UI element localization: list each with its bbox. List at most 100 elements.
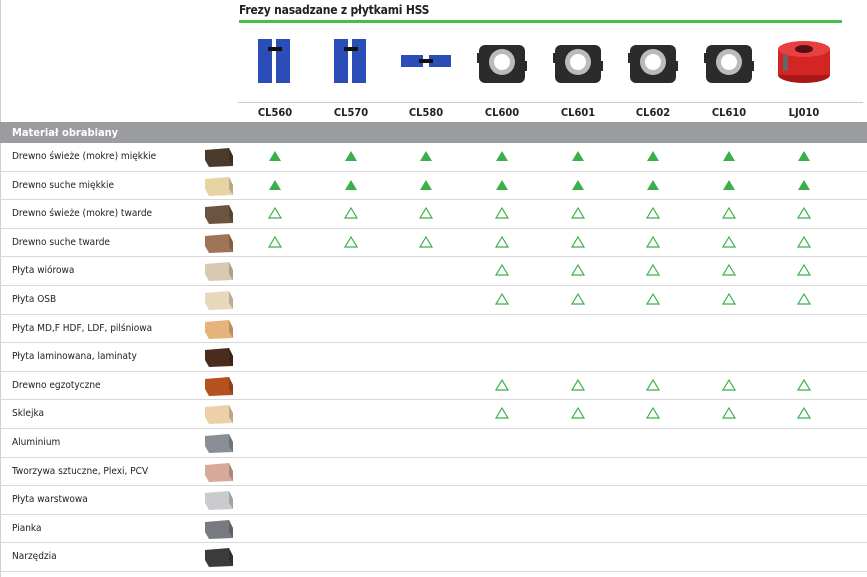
table-row: Płyta MD,F HDF, LDF, pilśniowa [0,315,867,344]
cutter-image-cl580 [397,33,455,91]
outline-triangle-icon [722,407,736,419]
table-left-border [0,0,1,577]
outline-triangle-icon [495,235,509,248]
filled-triangle-icon [420,151,432,161]
outline-triangle-icon [722,207,736,219]
outline-triangle-icon [646,292,660,305]
outline-triangle-icon [344,235,358,248]
filled-triangle-icon [647,151,659,161]
filled-triangle-icon [345,151,357,161]
outline-triangle-icon [646,407,660,419]
material-label: Drewno suche twarde [12,236,110,248]
cutter-image-cl570 [322,33,380,91]
material-swatch-image [205,491,233,511]
outline-triangle-icon [722,292,736,305]
outline-triangle-icon [495,207,509,219]
table-row: Drewno suche miękkie [0,172,867,201]
filled-triangle-icon [269,179,281,190]
outline-triangle-icon [571,407,585,419]
outline-triangle-icon [646,235,660,248]
outline-triangle-icon [344,207,358,219]
cutter-image-cl560 [246,33,304,91]
outline-triangle-icon [646,207,660,219]
column-code: LJ010 [788,106,820,119]
cutter-image-cl601 [549,33,607,91]
table-row: Tworzywa sztuczne, Plexi, PCV [0,458,867,487]
material-swatch-image [205,434,233,453]
group-underline-hss [239,20,811,23]
material-swatch-image [205,462,233,482]
outline-triangle-icon [797,407,811,419]
outline-triangle-icon [495,292,509,305]
material-label: Pianka [12,522,42,534]
material-label: Drewno świeże (mokre) twarde [12,208,153,220]
filled-triangle-icon [647,179,659,190]
material-swatch-image [205,519,233,539]
table-row: Płyta OSB [0,286,867,315]
filled-triangle-icon [798,179,810,190]
column-code: CL601 [560,106,596,119]
material-swatch-image [205,291,233,310]
filled-triangle-icon [572,179,584,190]
column-code: CL602 [635,106,671,119]
filled-triangle-icon [269,151,281,161]
material-label: Drewno świeże (mokre) miękkie [12,151,157,162]
outline-triangle-icon [268,235,282,248]
column-code: CL600 [484,106,520,119]
outline-triangle-icon [797,264,811,276]
outline-triangle-icon [571,292,585,305]
material-swatch-image [205,548,233,568]
outline-triangle-icon [797,378,811,391]
material-label: Aluminium [12,437,61,448]
outline-triangle-icon [797,292,811,305]
outline-triangle-icon [571,378,585,391]
table-row: Drewno egzotyczne [0,372,867,401]
material-swatch-image [205,376,233,396]
filled-triangle-icon [723,151,735,161]
table-row: Płyta wiórowa [0,257,867,286]
column-code: CL610 [711,106,747,119]
material-label: Płyta laminowana, laminaty [12,351,137,363]
material-swatch-image [205,319,233,339]
material-swatch-image [205,233,233,253]
outline-triangle-icon [419,235,433,248]
table-row: Płyta laminowana, laminaty [0,343,867,372]
material-label: Narzędzia [12,551,57,563]
group-underline-lj [770,20,842,23]
filled-triangle-icon [572,151,584,161]
outline-triangle-icon [571,264,585,276]
material-swatch-image [205,176,233,196]
table-row: Narzędzia [0,543,867,572]
table-row: Płyta warstwowa [0,486,867,515]
header-divider [238,102,863,103]
group-title: Frezy nasadzane z płytkami HSS [239,3,430,17]
filled-triangle-icon [420,179,432,190]
material-swatch-image [205,148,233,167]
outline-triangle-icon [495,378,509,391]
table-row: Drewno świeże (mokre) miękkie [0,143,867,172]
filled-triangle-icon [496,179,508,190]
material-swatch-image [205,348,233,368]
outline-triangle-icon [722,378,736,391]
outline-triangle-icon [571,235,585,248]
filled-triangle-icon [798,151,810,161]
cutter-image-cl602 [624,33,682,91]
column-code: CL580 [408,106,444,119]
material-header: Materiał obrabiany [0,122,867,143]
material-label: Płyta OSB [12,294,57,305]
outline-triangle-icon [722,264,736,276]
cutter-image-lj010 [775,33,833,91]
material-label: Tworzywa sztuczne, Plexi, PCV [12,465,149,477]
material-label: Płyta wiórowa [12,265,75,277]
material-label: Sklejka [12,408,45,420]
filled-triangle-icon [496,151,508,161]
cutter-image-cl600 [473,33,531,91]
outline-triangle-icon [797,235,811,248]
material-label: Płyta warstwowa [12,494,88,506]
table-row: Pianka [0,515,867,544]
table-row: Drewno świeże (mokre) twarde [0,200,867,229]
outline-triangle-icon [646,264,660,276]
column-code: CL560 [257,106,293,119]
material-swatch-image [205,205,233,225]
outline-triangle-icon [495,264,509,276]
